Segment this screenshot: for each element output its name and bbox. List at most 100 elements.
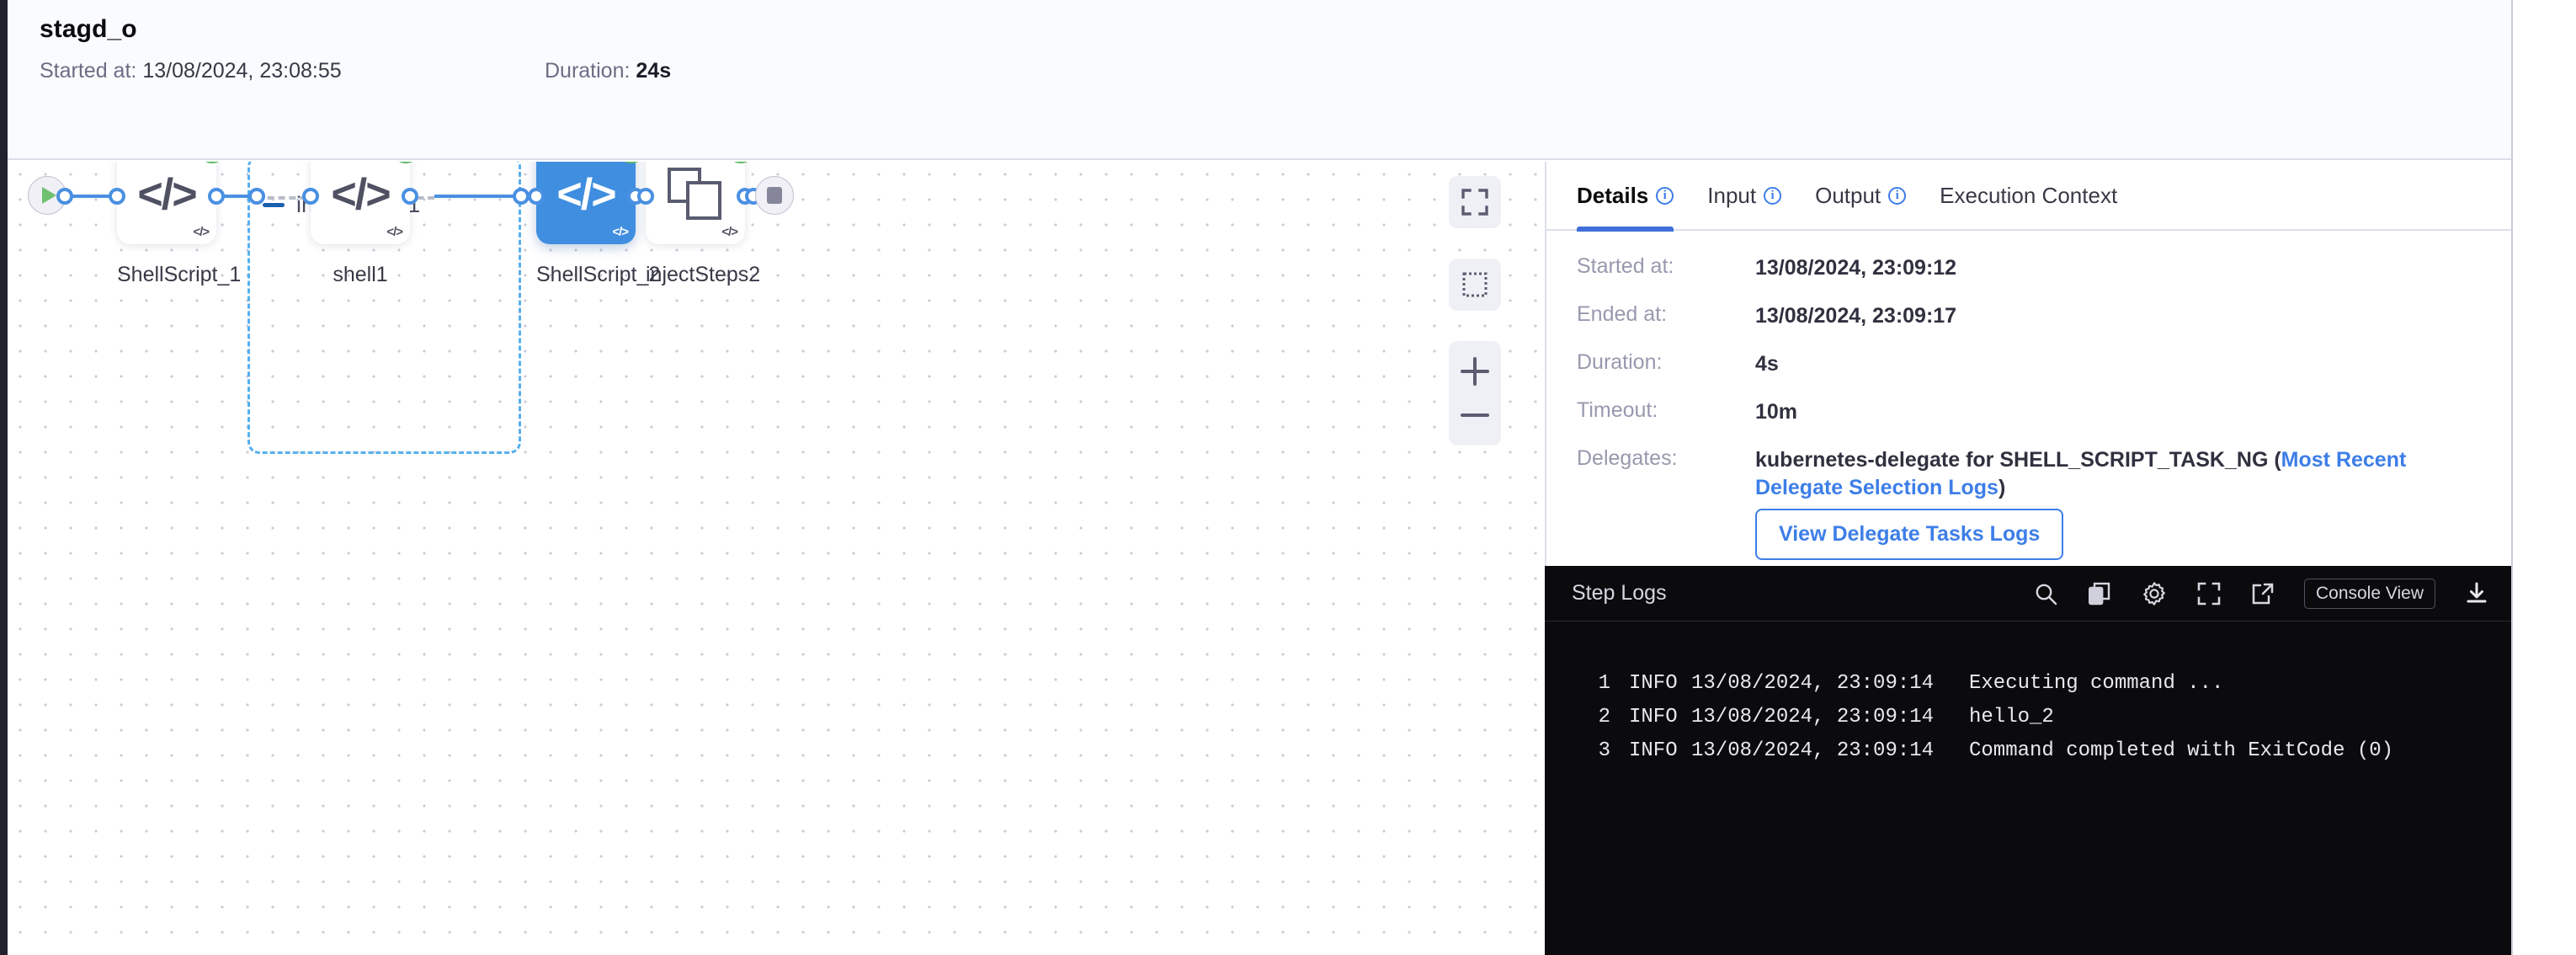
port-ShellScript_1-out[interactable] [208, 188, 225, 205]
tab-input[interactable]: Input i [1707, 161, 1782, 230]
code-icon: </> [137, 170, 197, 219]
port-shell1-out[interactable] [402, 188, 418, 205]
info-icon[interactable]: i [1656, 186, 1674, 205]
duration-value: 24s [636, 59, 672, 83]
port-injectSteps2-in[interactable] [637, 188, 654, 205]
edge-group-in-to-shell1 [257, 196, 317, 200]
port-group-in[interactable] [248, 188, 265, 205]
delegate-selection-logs-link[interactable]: Most Recent Delegate Selection Logs [1755, 448, 2407, 499]
delegates-value: kubernetes-delegate for SHELL_SCRIPT_TAS… [1755, 446, 2412, 560]
view-delegate-tasks-logs-button[interactable]: View Delegate Tasks Logs [1755, 509, 2064, 560]
search-icon[interactable] [2033, 581, 2058, 606]
delegates-text: kubernetes-delegate for SHELL_SCRIPT_TAS… [1755, 448, 2281, 472]
port-start-out[interactable] [56, 188, 73, 205]
gear-icon[interactable] [2141, 580, 2168, 607]
zoom-controls[interactable] [1449, 341, 1501, 445]
copy-icon[interactable] [2087, 581, 2112, 606]
info-icon[interactable]: i [1888, 186, 1907, 205]
started-at-meta: Started at: 13/08/2024, 23:08:55 [40, 59, 342, 83]
info-icon[interactable]: i [1764, 186, 1782, 205]
fullscreen-icon[interactable] [2196, 581, 2222, 606]
log-line-level: INFO [1629, 706, 1678, 728]
step-logs-title: Step Logs [1572, 581, 1667, 605]
end-node[interactable] [755, 176, 794, 215]
delegates-text-after: ) [1998, 476, 2006, 499]
dashed-square-icon [1462, 272, 1488, 297]
detail-value: 13/08/2024, 23:09:17 [1755, 304, 1957, 328]
log-line-number: 2 [1598, 706, 1610, 728]
log-output[interactable]: 1 INFO 13/08/2024, 23:09:14 Executing co… [1545, 622, 2511, 955]
code-icon: </> [556, 170, 616, 219]
code-icon: </> [331, 170, 391, 219]
details-list: Started at: 13/08/2024, 23:09:12 Ended a… [1577, 254, 2486, 580]
log-line-number: 3 [1598, 739, 1610, 762]
node-ShellScript_1-label: ShellScript_1 [117, 263, 242, 286]
log-line-time: 13/08/2024, 23:09:14 [1691, 672, 1935, 695]
started-at-label: Started at: [40, 59, 137, 83]
tab-output[interactable]: Output i [1815, 161, 1907, 230]
status-success-icon [391, 162, 420, 163]
duration-meta: Duration: 24s [545, 59, 671, 83]
log-line-time: 13/08/2024, 23:09:14 [1691, 706, 1935, 728]
detail-value: 13/08/2024, 23:09:12 [1755, 256, 1957, 280]
detail-row-delegates: Delegates: kubernetes-delegate for SHELL… [1577, 446, 2486, 560]
log-line: 3 INFO 13/08/2024, 23:09:14 Command comp… [1545, 739, 2511, 773]
detail-row-started-at: Started at: 13/08/2024, 23:09:12 [1577, 254, 2486, 282]
log-line: 2 INFO 13/08/2024, 23:09:14 hello_2 [1545, 706, 2511, 739]
log-line-message: Command completed with ExitCode (0) [1969, 739, 2394, 762]
edge-start-to-shellscript1 [58, 195, 151, 198]
pipeline-graph-canvas[interactable]: injectSteps1 </> </> ShellScript_1 [8, 162, 1545, 955]
detail-key: Timeout: [1577, 398, 1658, 422]
minus-icon[interactable] [263, 203, 285, 207]
log-line: 1 INFO 13/08/2024, 23:09:14 Executing co… [1545, 672, 2511, 706]
detail-row-ended-at: Ended at: 13/08/2024, 23:09:17 [1577, 302, 2486, 330]
plus-icon[interactable] [1461, 357, 1489, 386]
port-ShellScript_1-in[interactable] [109, 188, 125, 205]
started-at-value: 13/08/2024, 23:08:55 [142, 59, 342, 83]
node-shell1[interactable]: </> </> [311, 162, 420, 244]
detail-key: Ended at: [1577, 302, 1668, 326]
detail-row-duration: Duration: 4s [1577, 350, 2486, 378]
fullscreen-icon [1461, 189, 1488, 216]
tab-output-label: Output [1815, 182, 1881, 208]
status-success-icon [617, 162, 646, 163]
node-ShellScript_1[interactable]: </> </> [117, 162, 226, 244]
step-logs-panel: Step Logs [1545, 566, 2511, 955]
node-ShellScript_2[interactable]: </> </> [536, 162, 646, 244]
tab-details[interactable]: Details i [1577, 161, 1674, 232]
stop-icon [767, 187, 782, 204]
selection-mode-button[interactable] [1449, 259, 1501, 311]
port-shell1-in[interactable] [302, 188, 319, 205]
page-title: stagd_o [40, 15, 137, 43]
step-logs-toolbar: Step Logs [1545, 566, 2511, 622]
status-success-icon [198, 162, 226, 163]
detail-value: 4s [1755, 352, 1779, 376]
download-icon[interactable] [2464, 581, 2489, 606]
port-ShellScript_2-in[interactable] [528, 188, 545, 205]
node-shell1-label: shell1 [333, 263, 388, 286]
right-gutter [2511, 0, 2576, 955]
node-ShellScript_2-label: ShellScript_2 [536, 263, 661, 286]
external-link-icon[interactable] [2250, 581, 2275, 606]
log-line-level: INFO [1629, 672, 1678, 695]
code-corner-icon: </> [612, 225, 629, 239]
step-logs-actions: Console View [2033, 578, 2489, 609]
console-view-button[interactable]: Console View [2303, 578, 2435, 609]
port-group-out[interactable] [513, 188, 530, 205]
status-success-icon [726, 162, 755, 163]
code-corner-icon: </> [193, 225, 210, 239]
log-line-message: hello_2 [1969, 706, 2054, 728]
edge-group-to-shellscript2 [434, 195, 535, 198]
play-icon [41, 187, 56, 204]
detail-key: Delegates: [1577, 446, 1678, 470]
log-line-number: 1 [1598, 672, 1610, 695]
fit-to-screen-button[interactable] [1449, 176, 1501, 228]
tab-execution-context[interactable]: Execution Context [1940, 161, 2117, 230]
stacked-squares-icon [668, 168, 723, 221]
minus-icon[interactable] [1461, 401, 1489, 429]
detail-row-timeout: Timeout: 10m [1577, 398, 2486, 426]
tab-input-label: Input [1707, 182, 1757, 208]
group-injectSteps1[interactable] [247, 162, 521, 454]
node-injectSteps2[interactable]: </> [646, 162, 755, 244]
